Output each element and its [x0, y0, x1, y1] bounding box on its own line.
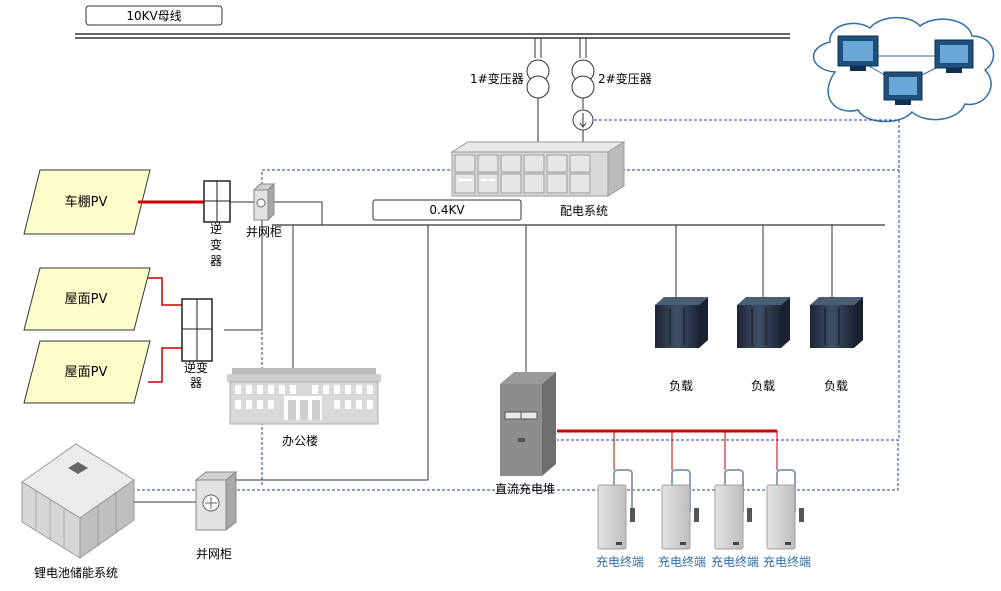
battery-storage: 锂电池储能系统	[21, 443, 135, 580]
transformer-1: 1#变压器	[470, 38, 550, 143]
server-rack-icon	[655, 297, 708, 348]
distribution-cabinet: 配电系统	[450, 141, 626, 218]
server-rack-icon	[737, 297, 790, 348]
inverter-icon	[203, 180, 231, 223]
grid-cabinet-1: 并网柜	[246, 182, 282, 239]
dc-lines	[138, 200, 204, 383]
dc-charger: 直流充电堆	[495, 372, 556, 496]
battery-label: 锂电池储能系统	[34, 565, 118, 580]
computer-icon	[883, 71, 923, 105]
inverter-label-chars-1: 逆变	[184, 360, 208, 375]
inverter-label: 逆变 器	[184, 360, 208, 390]
load-3: 负载	[810, 297, 863, 393]
office-label: 办公楼	[282, 433, 318, 448]
bus-10kv: 10KV母线	[75, 5, 790, 39]
load-1: 负载	[655, 297, 708, 393]
transformer-2-label: 2#变压器	[598, 71, 652, 86]
terminal-label: 充电终端	[711, 554, 759, 569]
inverter-label-char-1: 逆	[210, 221, 222, 236]
meter-icon	[572, 109, 594, 131]
inverter-2: 逆变 器	[181, 298, 213, 390]
charger-terminal-icon	[714, 469, 752, 550]
cloud-network-icon	[812, 16, 995, 123]
inverter-label-char-3: 器	[210, 254, 222, 268]
fan-cabinet-icon	[252, 182, 276, 222]
inverter-label-char-3: 器	[190, 376, 202, 390]
load-label: 负载	[824, 379, 848, 393]
charging-terminal-2: 充电终端	[658, 469, 706, 569]
fan-cabinet-icon	[194, 470, 238, 532]
inverter-1: 逆 变 器	[203, 180, 254, 268]
distribution-label: 配电系统	[560, 204, 608, 218]
charging-terminal-4: 充电终端	[763, 469, 811, 569]
charger-terminal-icon	[597, 469, 635, 550]
charging-terminal-3: 充电终端	[711, 469, 759, 569]
pv-panel-roof-2: 屋面PV	[23, 340, 151, 404]
office-building: 办公楼	[227, 368, 381, 448]
pv-panel-roof-1: 屋面PV	[23, 267, 151, 331]
transformer-2: 2#变压器	[571, 38, 652, 143]
transformer-icon	[526, 59, 550, 99]
feeders	[224, 201, 833, 481]
inverter-icon	[181, 298, 213, 362]
charging-terminal-1: 充电终端	[596, 469, 644, 569]
terminal-label: 充电终端	[763, 554, 811, 569]
pv-label: 屋面PV	[65, 365, 108, 380]
office-building-icon	[227, 368, 381, 425]
battery-container-icon	[21, 443, 135, 559]
inverter-label: 逆 变 器	[210, 221, 222, 268]
bus-04kv: 0.4KV	[272, 199, 885, 226]
bus-10kv-label: 10KV母线	[126, 9, 181, 23]
terminal-label: 充电终端	[658, 554, 706, 569]
charging-bus	[557, 429, 778, 470]
load-label: 负载	[669, 379, 693, 393]
charger-terminal-icon	[766, 469, 804, 550]
transformer-1-label: 1#变压器	[470, 71, 524, 86]
terminal-label: 充电终端	[596, 554, 644, 569]
charger-terminal-icon	[661, 469, 699, 550]
grid-cabinet-label: 并网柜	[246, 225, 282, 239]
pv-panel-carport: 车棚PV	[23, 169, 151, 235]
grid-cabinet-2: 并网柜	[194, 470, 238, 561]
server-rack-icon	[810, 297, 863, 348]
load-label: 负载	[751, 379, 775, 393]
grid-cabinet-label: 并网柜	[196, 547, 232, 561]
computer-icon	[934, 39, 974, 73]
pv-label: 车棚PV	[65, 194, 108, 210]
inverter-label-char-2: 变	[210, 237, 222, 252]
bus-04kv-label: 0.4KV	[429, 203, 465, 217]
charger-icon	[500, 372, 556, 476]
transformer-icon	[571, 59, 595, 99]
load-2: 负载	[737, 297, 790, 393]
computer-icon	[837, 35, 879, 71]
pv-label: 屋面PV	[65, 292, 108, 307]
dc-charger-label: 直流充电堆	[495, 481, 555, 496]
